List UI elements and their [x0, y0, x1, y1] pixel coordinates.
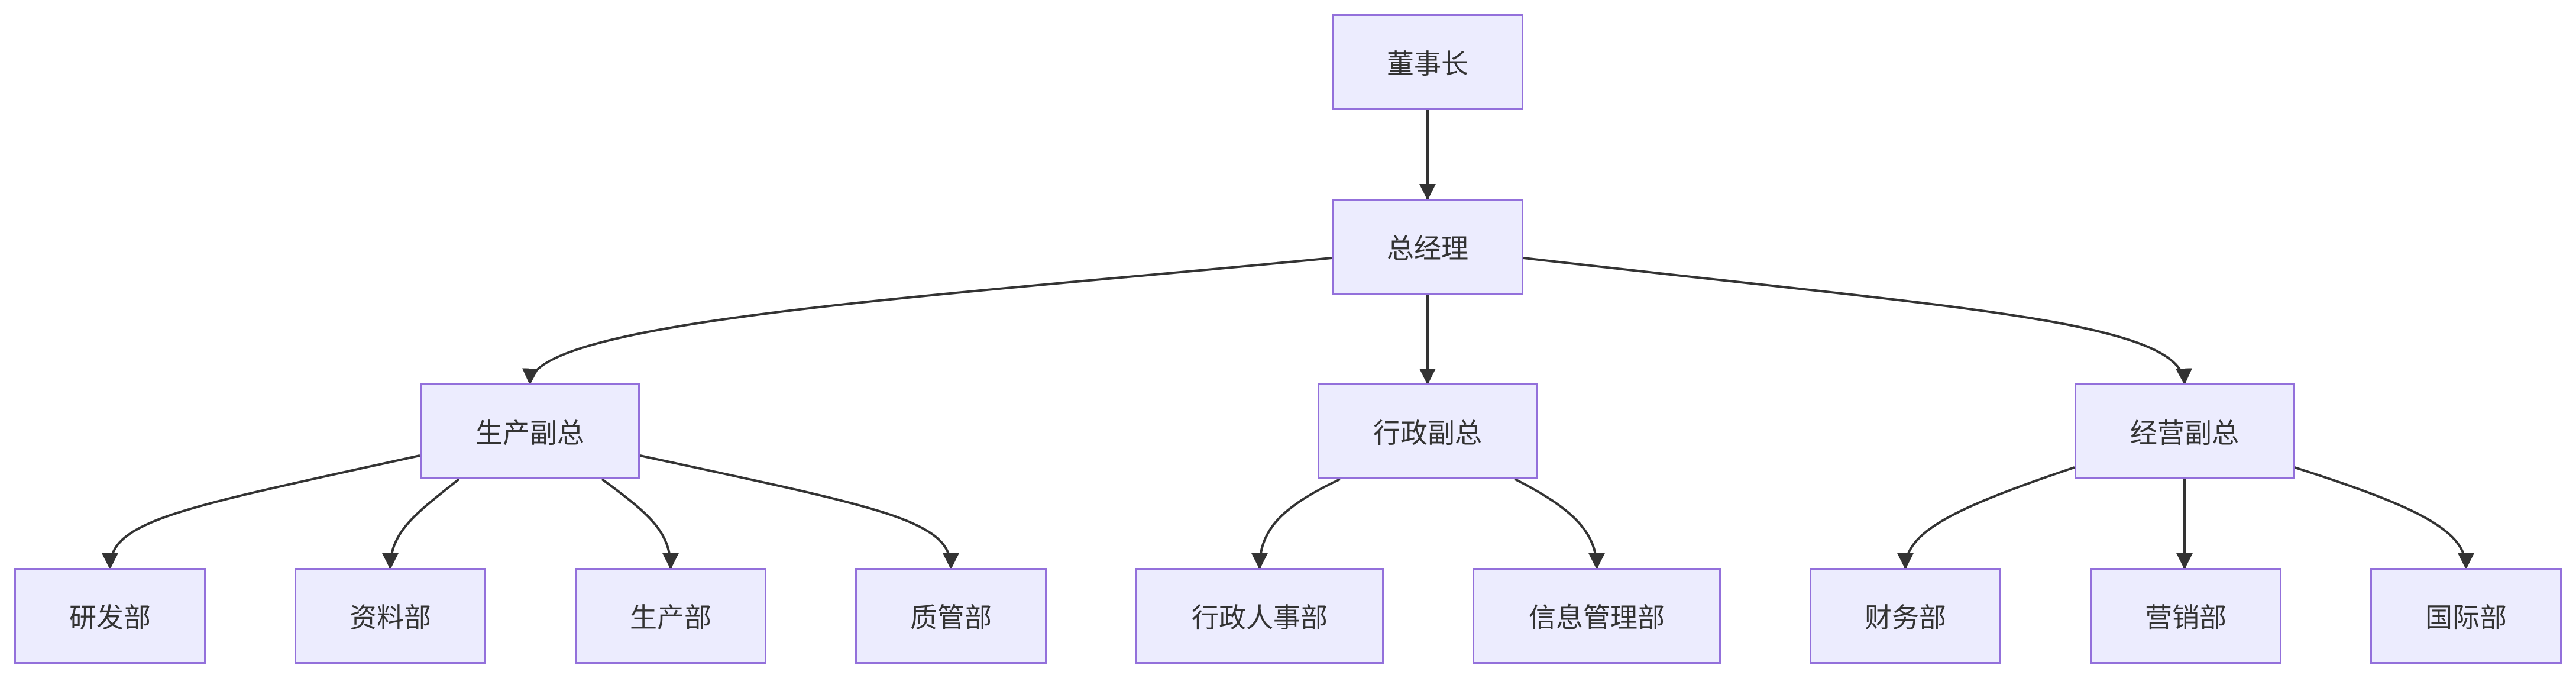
edge-vp_production-to-production: [601, 478, 679, 570]
node-chairman: 董事长: [1332, 14, 1523, 110]
node-label: 总经理: [1387, 233, 1468, 264]
node-marketing: 营销部: [2090, 568, 2281, 664]
node-label: 行政人事部: [1192, 602, 1328, 634]
edge-vp_production-to-quality: [639, 454, 959, 570]
node-label: 国际部: [2425, 602, 2507, 634]
node-label: 董事长: [1387, 48, 1468, 80]
node-label: 质管部: [910, 602, 992, 634]
node-label: 财务部: [1865, 602, 1946, 634]
edge-vp_production-to-materials: [382, 478, 460, 570]
edge-vp_business-to-international: [2294, 466, 2474, 570]
node-general-manager: 总经理: [1332, 199, 1523, 295]
node-vp-business: 经营副总: [2075, 383, 2295, 479]
node-international: 国际部: [2370, 568, 2562, 664]
node-finance: 财务部: [1810, 568, 2001, 664]
node-label: 经营副总: [2130, 417, 2239, 449]
node-label: 生产副总: [475, 417, 584, 449]
node-label: 营销部: [2145, 602, 2227, 634]
edge-vp_business-to-finance: [1897, 466, 2075, 570]
edge-vp_production-to-rd: [102, 454, 420, 570]
node-info-mgmt: 信息管理部: [1473, 568, 1721, 664]
node-vp-production: 生产副总: [420, 383, 640, 479]
node-admin-hr: 行政人事部: [1135, 568, 1384, 664]
node-label: 生产部: [630, 602, 711, 634]
edge-group: [102, 110, 2474, 570]
edge-gm-to-vp_production: [522, 257, 1332, 385]
edge-vp_admin-to-admin_hr: [1251, 478, 1341, 570]
node-label: 行政副总: [1373, 417, 1482, 449]
edge-vp_admin-to-info_mgmt: [1514, 478, 1605, 570]
edge-gm-to-vp_business: [1523, 257, 2192, 385]
node-label: 资料部: [349, 602, 431, 634]
node-materials: 资料部: [295, 568, 486, 664]
node-label: 信息管理部: [1529, 602, 1665, 634]
node-quality: 质管部: [855, 568, 1047, 664]
node-label: 研发部: [69, 602, 151, 634]
node-vp-admin: 行政副总: [1318, 383, 1538, 479]
node-production: 生产部: [575, 568, 766, 664]
node-rd: 研发部: [14, 568, 206, 664]
